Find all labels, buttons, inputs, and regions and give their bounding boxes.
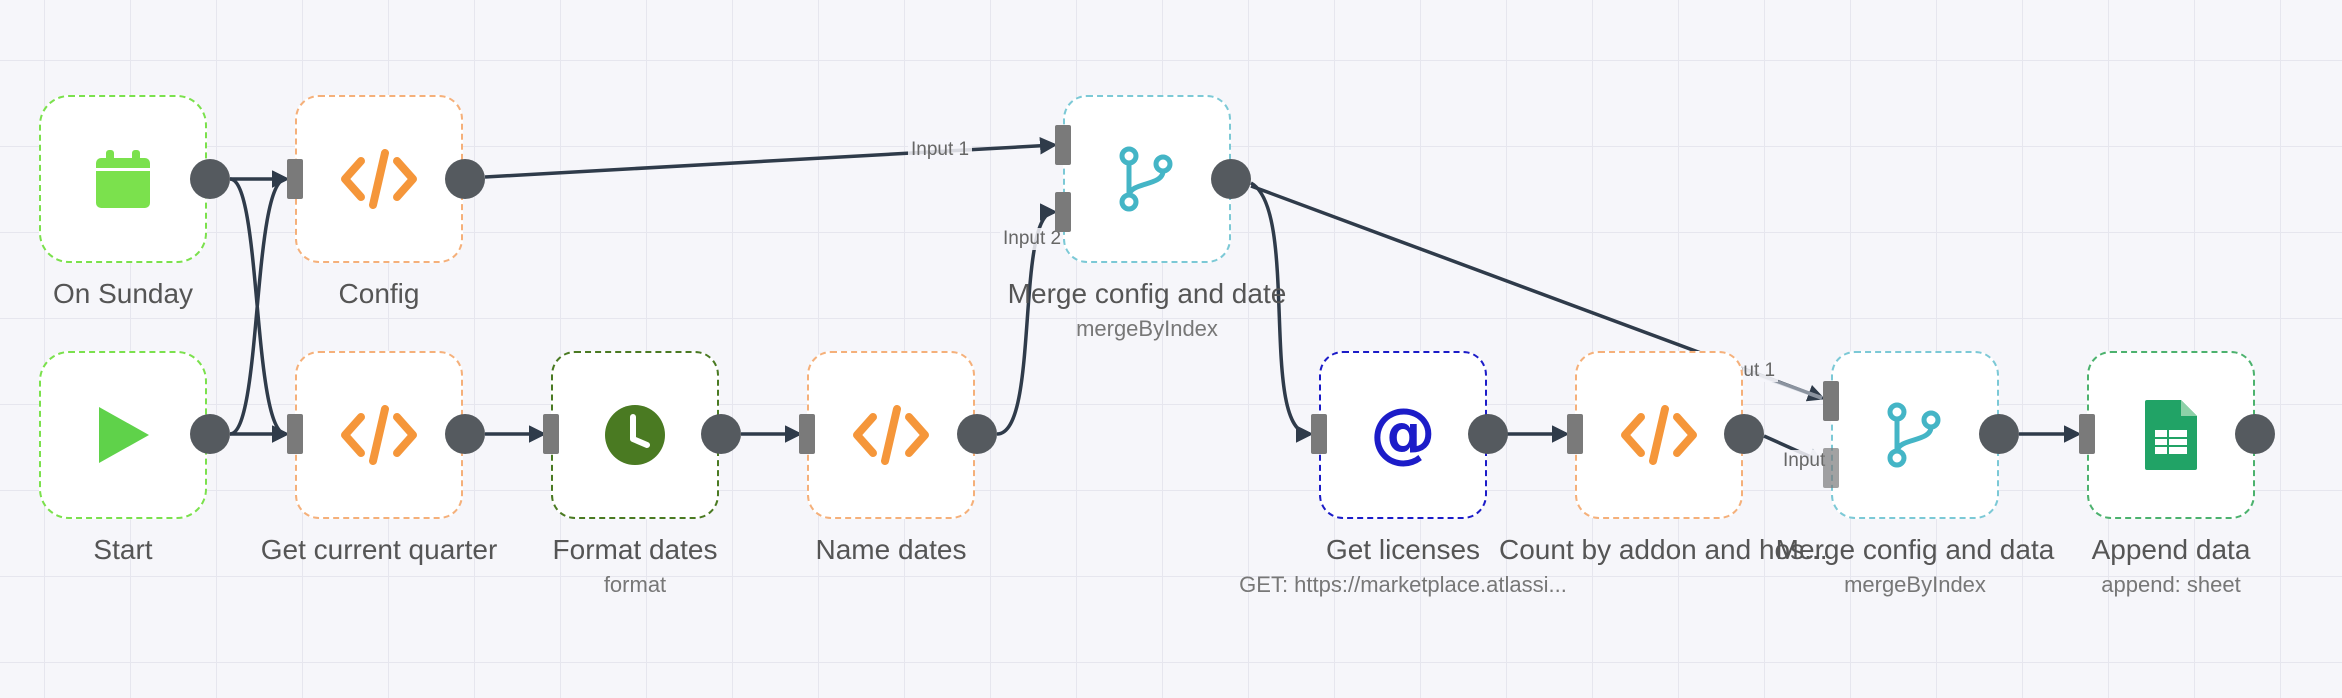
output-handle[interactable]: [190, 414, 230, 454]
node-label: On Sunday: [52, 278, 194, 309]
input-handle[interactable]: [2079, 414, 2095, 454]
node-merge-config-date[interactable]: [1063, 95, 1231, 263]
code-icon: [846, 390, 936, 480]
merge-icon: [1870, 390, 1960, 480]
code-icon: [1614, 390, 1704, 480]
node-label: Merge config and date: [1007, 278, 1287, 309]
sheets-icon: [2126, 390, 2216, 480]
input-handle[interactable]: [287, 159, 303, 199]
input-handle[interactable]: [1311, 414, 1327, 454]
output-handle[interactable]: [957, 414, 997, 454]
node-subtitle: append: sheet: [2101, 572, 2241, 597]
node-name-dates[interactable]: [807, 351, 975, 519]
input-handle-2[interactable]: [1823, 448, 1839, 488]
output-handle[interactable]: [1468, 414, 1508, 454]
node-get-current-quarter[interactable]: [295, 351, 463, 519]
clock-icon: [590, 390, 680, 480]
node-label: Merge config and data: [1775, 534, 2055, 565]
node-get-licenses[interactable]: @: [1319, 351, 1487, 519]
node-subtitle: mergeByIndex: [1844, 572, 1986, 597]
node-label: Config: [338, 278, 420, 309]
input-handle[interactable]: [799, 414, 815, 454]
node-label: Format dates: [552, 534, 718, 565]
code-icon: [334, 134, 424, 224]
edge-label-input1-top: Input 1: [908, 139, 973, 161]
input-handle-2[interactable]: [1055, 192, 1071, 232]
calendar-icon: [78, 134, 168, 224]
node-start[interactable]: [39, 351, 207, 519]
node-label: Start: [93, 534, 153, 565]
output-handle[interactable]: [445, 414, 485, 454]
edge-merge-getlicenses[interactable]: [1250, 181, 1314, 443]
node-count-by-addon[interactable]: [1575, 351, 1743, 519]
play-icon: [78, 390, 168, 480]
edge-label-input2-top: Input 2: [1000, 228, 1065, 250]
node-subtitle: mergeByIndex: [1076, 316, 1218, 341]
input-handle[interactable]: [1567, 414, 1583, 454]
node-label: Get current quarter: [260, 534, 498, 565]
output-handle[interactable]: [2235, 414, 2275, 454]
node-subtitle: GET: https://marketplace.atlassi...: [1239, 572, 1567, 597]
output-handle[interactable]: [1724, 414, 1764, 454]
output-handle[interactable]: [190, 159, 230, 199]
output-handle[interactable]: [1979, 414, 2019, 454]
node-append-data[interactable]: [2087, 351, 2255, 519]
at-icon: @: [1358, 390, 1448, 480]
merge-icon: [1102, 134, 1192, 224]
node-config[interactable]: [295, 95, 463, 263]
node-on-sunday[interactable]: [39, 95, 207, 263]
edge-name-merge2[interactable]: [996, 203, 1058, 436]
node-merge-config-data[interactable]: [1831, 351, 1999, 519]
node-format-dates[interactable]: [551, 351, 719, 519]
input-handle[interactable]: [287, 414, 303, 454]
svg-text:@: @: [1370, 401, 1436, 469]
input-handle[interactable]: [543, 414, 559, 454]
input-handle-1[interactable]: [1823, 381, 1839, 421]
node-label: Append data: [2091, 534, 2251, 565]
output-handle[interactable]: [1211, 159, 1251, 199]
node-label: Name dates: [815, 534, 967, 565]
node-label: Count by addon and hos...: [1499, 534, 1828, 565]
output-handle[interactable]: [701, 414, 741, 454]
input-handle-1[interactable]: [1055, 125, 1071, 165]
code-icon: [334, 390, 424, 480]
output-handle[interactable]: [445, 159, 485, 199]
node-subtitle: format: [603, 572, 667, 597]
edge-start-config[interactable]: [229, 170, 290, 436]
node-label: Get licenses: [1325, 534, 1481, 565]
